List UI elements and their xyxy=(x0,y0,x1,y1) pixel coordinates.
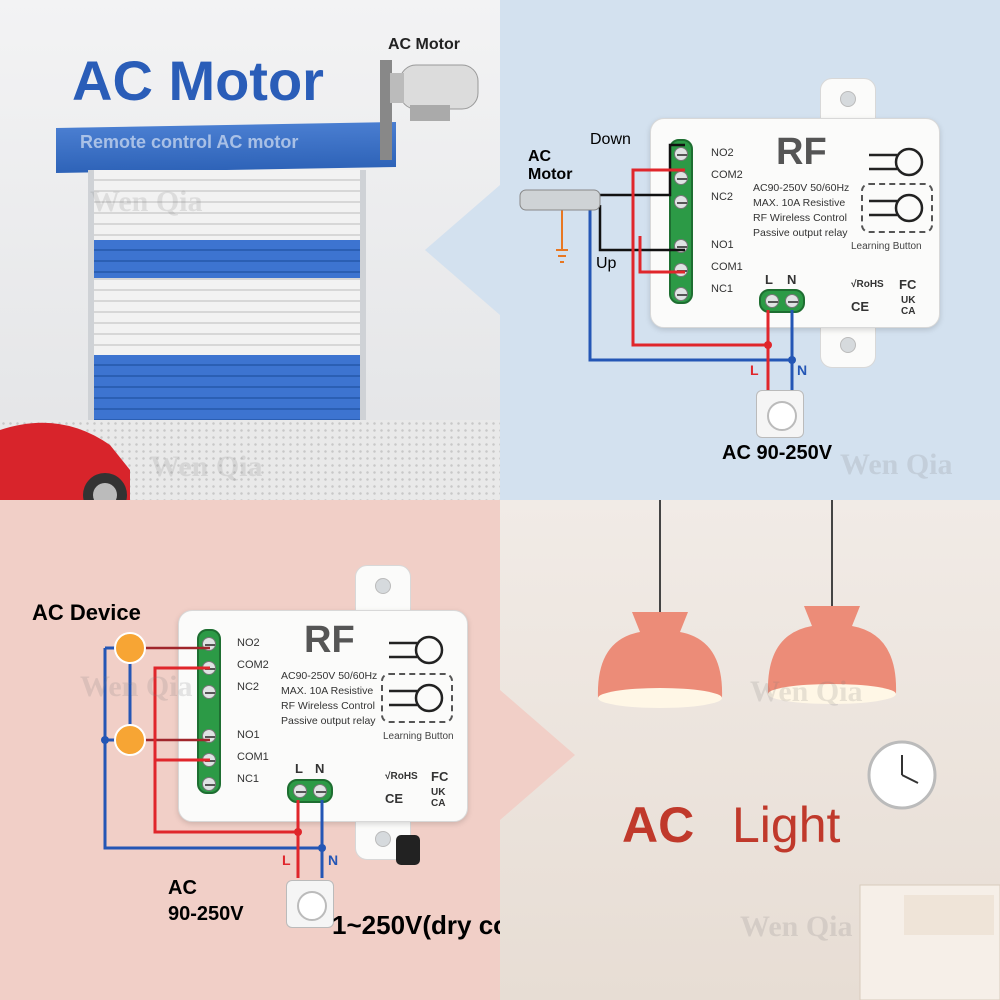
ukca-mark: CA xyxy=(901,306,916,317)
shutter-blue-band-2 xyxy=(94,355,360,425)
power-label: AC 90-250V xyxy=(168,875,244,927)
spec-line: AC90-250V 50/60Hz xyxy=(281,670,378,682)
n-terminal-label: N xyxy=(315,761,325,776)
wiring xyxy=(101,632,420,878)
pendant-lamps xyxy=(597,500,1000,1000)
l-terminal-label: L xyxy=(295,761,303,776)
ukca-mark: CA xyxy=(431,798,446,809)
pin-label: NC2 xyxy=(711,191,734,203)
spec-line: Passive output relay xyxy=(281,715,376,727)
motor-image xyxy=(380,60,479,160)
wire-label-l: L xyxy=(282,852,291,868)
brand-rf: RF xyxy=(304,619,355,661)
pin-label: NC1 xyxy=(711,283,734,295)
dry-contact-label: 1~250V(dry contact) xyxy=(332,910,500,940)
l-terminal-label: L xyxy=(765,272,773,287)
learning-button-icon xyxy=(869,193,924,223)
device-label: AC Device xyxy=(32,600,141,625)
spec-line: RF Wireless Control xyxy=(281,700,375,712)
learning-button-label: Learning Button xyxy=(383,731,454,742)
wire-label-n: N xyxy=(797,362,808,378)
power-label: AC 90-250V xyxy=(722,442,833,464)
pin-label: NO1 xyxy=(711,239,734,251)
spec-line: Passive output relay xyxy=(753,227,848,239)
wire-label-l: L xyxy=(750,362,759,378)
power-outlet-icon xyxy=(286,880,334,928)
device-wiring-diagram: NO2 COM2 NC2 NO1 COM1 NC1 RF AC90-250V 5… xyxy=(0,500,500,1000)
spec-line: AC90-250V 50/60Hz xyxy=(753,182,850,194)
down-label: Down xyxy=(590,131,631,148)
pin-label: NC1 xyxy=(237,773,260,785)
ac-motor-scene: Remote control AC motor AC Motor AC Moto… xyxy=(0,0,500,500)
arrow-right-shape xyxy=(500,690,575,820)
arrow-left-shape xyxy=(425,185,500,315)
pin-label: COM1 xyxy=(237,751,269,763)
sign-text: Remote control AC motor xyxy=(80,132,299,152)
power-outlet-icon xyxy=(756,390,804,438)
spec-line: RF Wireless Control xyxy=(753,212,847,224)
power-label-line2: 90-250V xyxy=(168,903,244,925)
ukca-mark: UK xyxy=(901,295,916,306)
up-label: Up xyxy=(596,255,617,272)
motor-wiring-diagram: NO2 COM2 NC2 NO1 COM1 NC1 RF AC90-250V 5… xyxy=(500,0,1000,500)
wiring xyxy=(519,143,796,392)
pin-label: COM2 xyxy=(711,169,743,181)
output-terminal-block xyxy=(197,629,221,794)
ce-mark: CE xyxy=(851,299,870,314)
scene-title: AC Motor xyxy=(72,49,324,112)
power-label-line1: AC xyxy=(168,877,197,899)
rohs-mark: √RoHS xyxy=(851,279,884,290)
motor-label-line2: Motor xyxy=(528,166,573,183)
motor-label: AC Motor xyxy=(528,148,572,184)
spec-line: MAX. 10A Resistive xyxy=(281,685,374,697)
light-title-part1: AC xyxy=(622,797,695,853)
remote-button-icon xyxy=(389,635,444,665)
light-title-part2: Light xyxy=(732,797,841,853)
pin-label: COM1 xyxy=(711,261,743,273)
red-car xyxy=(0,422,130,500)
spec-line: MAX. 10A Resistive xyxy=(753,197,846,209)
learning-button-frame xyxy=(861,183,933,233)
ce-mark: CE xyxy=(385,791,404,806)
motor-label-line1: AC xyxy=(528,148,552,165)
wire-label-n: N xyxy=(328,852,339,868)
fc-mark: FC xyxy=(431,769,449,784)
ac-light-scene: AC Light Wen Qia Wen Qia xyxy=(500,500,1000,1000)
pin-label: COM2 xyxy=(237,659,269,671)
fc-mark: FC xyxy=(899,277,917,292)
pin-label: NO2 xyxy=(711,147,734,159)
pin-label: NC2 xyxy=(237,681,260,693)
learning-button-icon xyxy=(389,683,444,713)
output-terminal-block xyxy=(669,139,693,304)
motor-label: AC Motor xyxy=(388,36,460,53)
learning-button-frame xyxy=(381,673,453,723)
rohs-mark: √RoHS xyxy=(385,771,418,782)
input-terminal-block xyxy=(759,289,805,313)
learning-button-label: Learning Button xyxy=(851,241,922,252)
relay-module: NO2 COM2 NC2 NO1 COM1 NC1 RF AC90-250V 5… xyxy=(650,118,940,328)
remote-button-icon xyxy=(869,147,924,177)
brand-rf: RF xyxy=(776,131,827,173)
ukca-mark: UK xyxy=(431,787,446,798)
shutter-blue-band-1 xyxy=(94,240,360,278)
input-terminal-block xyxy=(287,779,333,803)
relay-module: NO2 COM2 NC2 NO1 COM1 NC1 RF AC90-250V 5… xyxy=(178,610,468,822)
n-terminal-label: N xyxy=(787,272,797,287)
pin-label: NO1 xyxy=(237,729,260,741)
pin-label: NO2 xyxy=(237,637,260,649)
